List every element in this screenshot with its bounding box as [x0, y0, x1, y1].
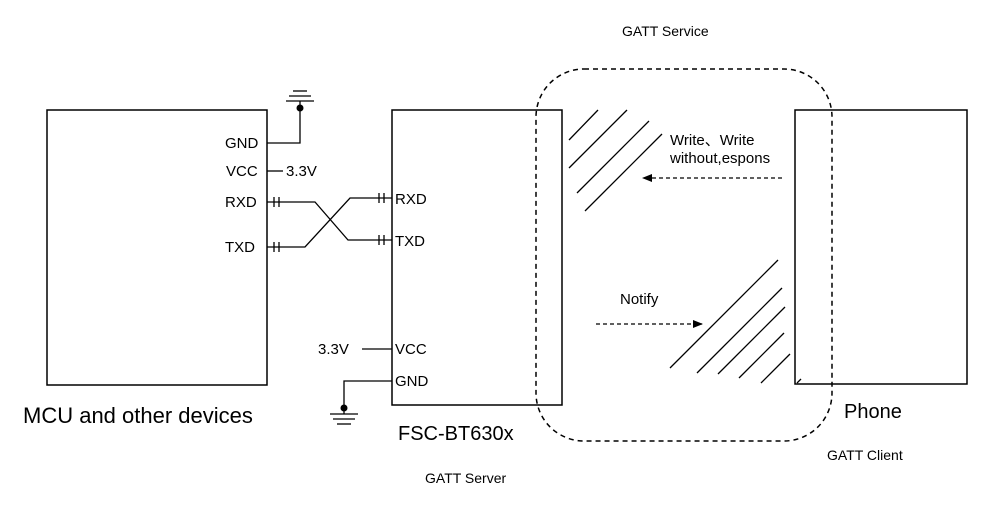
write-hatch: [568, 109, 663, 212]
mcu-vcc-value: 3.3V: [286, 163, 317, 180]
mcu-gnd-pin-label: GND: [225, 135, 259, 152]
module-rxd-pin-label: RXD: [395, 191, 427, 208]
phone-label: Phone: [844, 401, 902, 423]
gatt-service-label: GATT Service: [622, 23, 709, 39]
gatt-service-region: [535, 68, 833, 442]
ground-symbol-icon: [330, 413, 358, 425]
write-label-line1: Write、Write: [670, 132, 754, 149]
uart-crossover: [267, 193, 392, 252]
gatt-client-label: GATT Client: [827, 447, 903, 463]
module-vcc-pin-label: VCC: [395, 341, 427, 358]
module-gnd-pin-label: GND: [395, 373, 429, 390]
module-gnd-wire: [343, 380, 392, 408]
notify-hatch: [669, 259, 802, 384]
notify-label: Notify: [620, 291, 659, 308]
mcu-label: MCU and other devices: [23, 403, 253, 428]
module-box: [391, 109, 563, 406]
ground-symbol-icon: [286, 90, 314, 102]
write-label-line2: without,espons: [669, 150, 770, 167]
mcu-txd-pin-label: TXD: [225, 239, 255, 256]
mcu-gnd-wire: [267, 108, 301, 144]
mcu-rxd-pin-label: RXD: [225, 194, 257, 211]
gatt-server-label: GATT Server: [425, 470, 507, 486]
module-txd-pin-label: TXD: [395, 233, 425, 250]
mcu-vcc-pin-label: VCC: [226, 163, 258, 180]
module-vcc-value: 3.3V: [318, 341, 349, 358]
phone-box: [794, 109, 968, 385]
module-label: FSC-BT630x: [398, 423, 514, 445]
